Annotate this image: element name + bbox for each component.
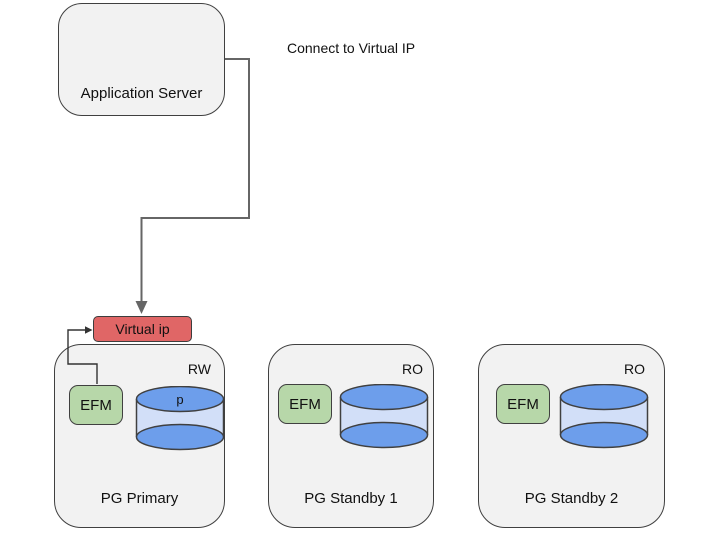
efm-label: EFM [80, 396, 112, 414]
efm-label: EFM [289, 395, 321, 413]
pg-primary-node: RW EFM p PG Primary [54, 344, 225, 528]
database-cylinder-icon: p [135, 386, 225, 451]
server-name-label: PG Standby 2 [524, 490, 619, 507]
database-cylinder-icon [339, 384, 429, 449]
virtual-ip-label: Virtual ip [115, 321, 170, 337]
efm-node: EFM [496, 384, 550, 424]
pg-standby-1-node: RO EFM PG Standby 1 [268, 344, 434, 528]
efm-node: EFM [278, 384, 332, 424]
connect-annotation: Connect to Virtual IP [287, 40, 416, 56]
access-mode-label: RO [402, 361, 423, 377]
database-cylinder-icon [559, 384, 649, 449]
down-arrowhead-icon [135, 301, 148, 314]
database-label: p [176, 392, 183, 407]
server-name-label: PG Primary [100, 490, 179, 507]
right-arrowhead-icon [85, 326, 93, 334]
app-server-node: Application Server [58, 3, 225, 116]
access-mode-label: RO [624, 361, 645, 377]
efm-label: EFM [507, 395, 539, 413]
access-mode-label: RW [187, 361, 211, 377]
app-server-label: Application Server [80, 85, 203, 102]
pg-standby-2-node: RO EFM PG Standby 2 [478, 344, 665, 528]
virtual-ip-node: Virtual ip [93, 316, 192, 342]
server-name-label: PG Standby 1 [304, 490, 398, 507]
efm-node: EFM [69, 385, 123, 425]
